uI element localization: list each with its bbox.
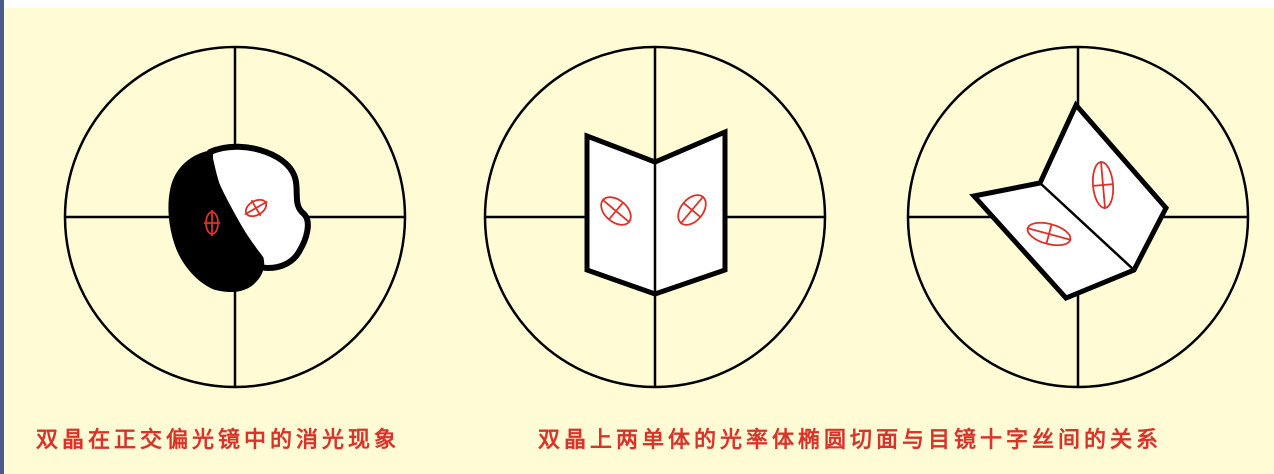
twin-black-half xyxy=(168,150,265,292)
ellipse-icon-3b xyxy=(1091,161,1115,209)
field-of-view-2 xyxy=(483,45,827,389)
twin-crystal-rotated xyxy=(969,100,1170,301)
field-of-view-3 xyxy=(906,45,1250,389)
left-border xyxy=(0,0,4,474)
ellipse-icon-2a xyxy=(600,196,632,226)
ellipse-icon-1b xyxy=(244,198,268,218)
caption-extinction: 双晶在正交偏光镜中的消光现象 xyxy=(36,427,401,453)
ellipse-icon-1a xyxy=(204,210,220,236)
ellipse-icon-3a xyxy=(1026,221,1072,247)
caption-relationship: 双晶上两单体的光率体椭圆切面与目镜十字丝间的关系 xyxy=(538,427,1163,453)
top-border xyxy=(0,0,1274,8)
field-of-view-1 xyxy=(63,45,407,389)
ellipse-icon-2b xyxy=(677,194,707,226)
